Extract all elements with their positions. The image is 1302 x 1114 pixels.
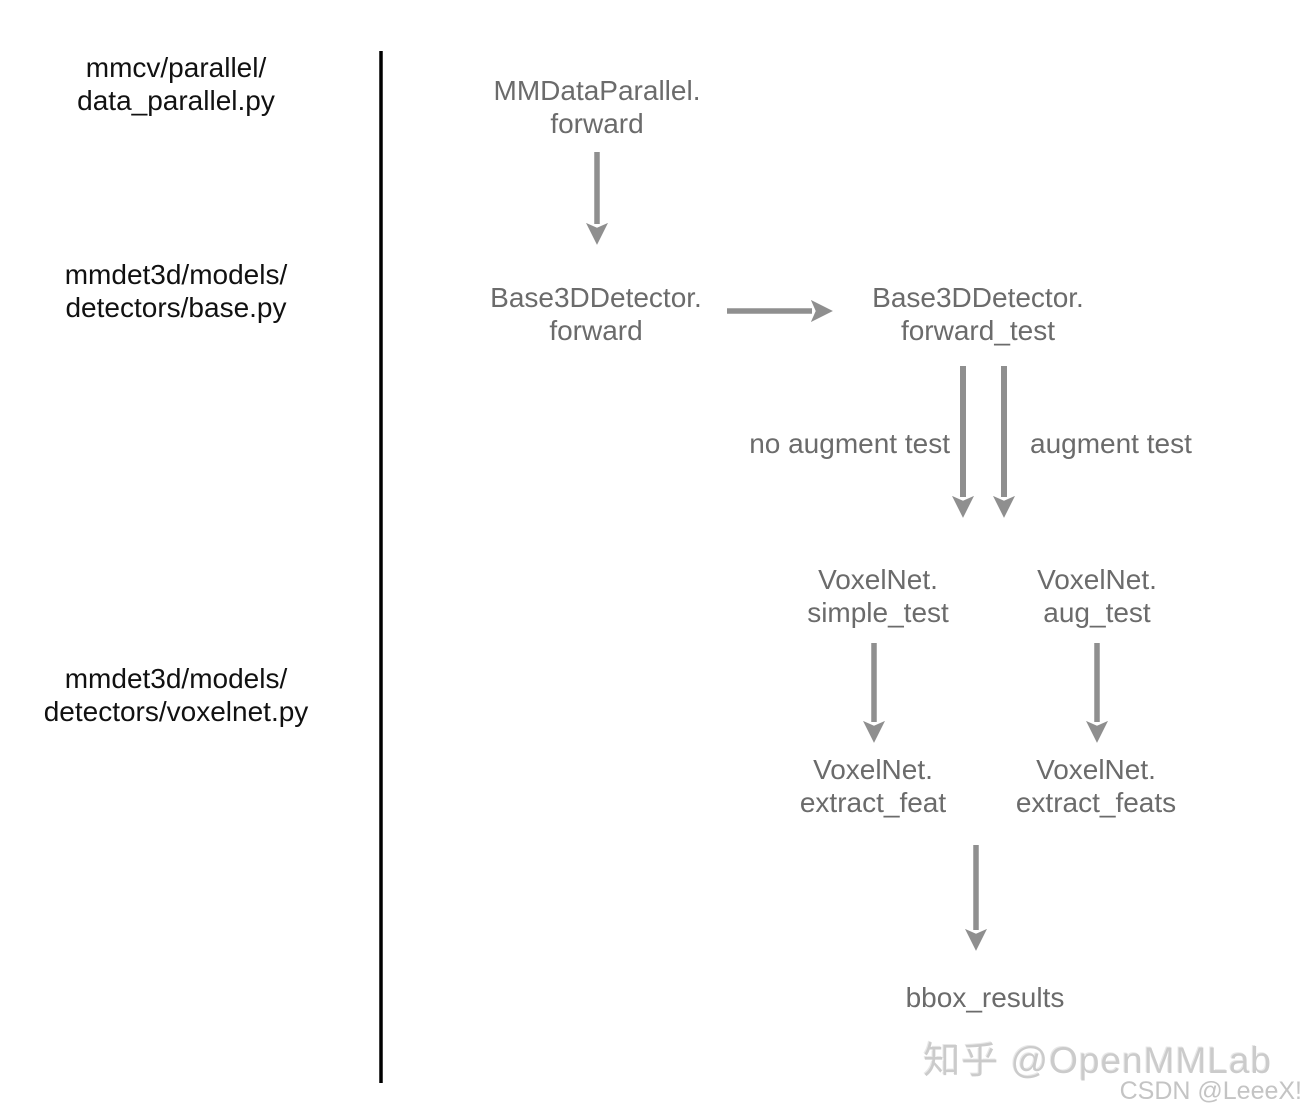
node-bbox-results: bbox_results: [825, 981, 1145, 1014]
node-mmdataparallel-forward: MMDataParallel. forward: [437, 74, 757, 140]
edge-label-augment-test: augment test: [1030, 428, 1192, 459]
file-label-line: detectors/base.py: [65, 292, 287, 323]
node-line: bbox_results: [905, 982, 1065, 1013]
node-base3ddetector-forward-test: Base3DDetector. forward_test: [818, 281, 1138, 347]
file-label-line: mmdet3d/models/: [64, 259, 288, 290]
node-voxelnet-extract-feat: VoxelNet. extract_feat: [713, 753, 1033, 819]
node-line: Base3DDetector.: [490, 282, 702, 313]
node-line: VoxelNet.: [1036, 754, 1156, 785]
node-line: Base3DDetector.: [872, 282, 1084, 313]
node-line: forward: [549, 315, 643, 346]
file-label-line: detectors/voxelnet.py: [43, 696, 309, 727]
node-line: VoxelNet.: [813, 754, 933, 785]
file-label-line: data_parallel.py: [77, 85, 275, 116]
node-voxelnet-extract-feats: VoxelNet. extract_feats: [936, 753, 1256, 819]
csdn-watermark: CSDN @LeeeX!: [1119, 1077, 1302, 1105]
file-label-line: mmdet3d/models/: [64, 663, 288, 694]
node-line: aug_test: [1043, 597, 1151, 628]
file-label-line: mmcv/parallel/: [85, 52, 267, 83]
node-voxelnet-aug-test: VoxelNet. aug_test: [937, 563, 1257, 629]
file-label-base: mmdet3d/models/ detectors/base.py: [16, 258, 336, 324]
node-voxelnet-simple-test: VoxelNet. simple_test: [718, 563, 1038, 629]
node-line: forward_test: [900, 315, 1056, 346]
node-line: simple_test: [807, 597, 949, 628]
node-line: forward: [550, 108, 644, 139]
node-line: MMDataParallel.: [493, 75, 701, 106]
file-label-voxelnet: mmdet3d/models/ detectors/voxelnet.py: [16, 662, 336, 728]
node-line: extract_feats: [1015, 787, 1177, 818]
zhihu-watermark: 知乎 @OpenMMLab: [923, 1040, 1272, 1081]
node-base3ddetector-forward: Base3DDetector. forward: [436, 281, 756, 347]
file-label-data-parallel: mmcv/parallel/ data_parallel.py: [16, 51, 336, 117]
node-line: extract_feat: [799, 787, 947, 818]
node-line: VoxelNet.: [1037, 564, 1157, 595]
edge-label-no-augment-test: no augment test: [749, 428, 950, 459]
node-line: VoxelNet.: [818, 564, 938, 595]
